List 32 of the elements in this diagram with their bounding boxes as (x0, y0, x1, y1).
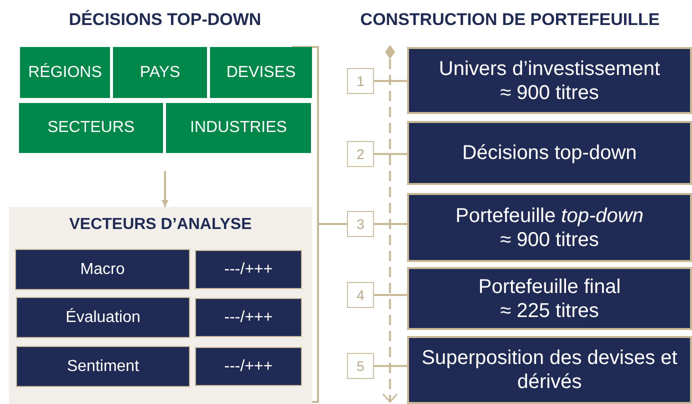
step-number-box: 5 (347, 353, 374, 379)
analysis-panel (9, 207, 312, 404)
step-box: Portefeuille final ≈ 225 titres (407, 267, 692, 330)
category-box: SECTEURS (19, 103, 163, 153)
category-box: RÉGIONS (20, 47, 110, 98)
category-box: PAYS (113, 47, 207, 98)
factor-box: Macro (15, 249, 190, 290)
section-heading: DÉCISIONS TOP-DOWN (68, 10, 262, 30)
step-box: Décisions top-down (407, 121, 692, 185)
factor-box: ---/+++ (195, 347, 302, 386)
factor-box: Évaluation (16, 297, 190, 338)
section-heading: CONSTRUCTION DE PORTEFEUILLE (360, 10, 660, 30)
step-box: Superposition des devises et dérivés (407, 336, 692, 404)
step-box: Portefeuille top-down ≈ 900 titres (407, 193, 692, 262)
arrow (162, 171, 168, 207)
step-number-box: 3 (347, 211, 374, 237)
factor-box: ---/+++ (195, 250, 302, 289)
category-box: INDUSTRIES (166, 103, 311, 153)
step-box: Univers d’investissement ≈ 900 titres (407, 47, 692, 114)
factor-box: ---/+++ (195, 298, 302, 337)
category-box: DEVISES (210, 47, 312, 98)
connector-line (374, 153, 407, 155)
connector-line (374, 80, 407, 82)
factor-box: Sentiment (16, 346, 190, 387)
connector-line (374, 365, 407, 367)
step-number-box: 1 (347, 68, 374, 94)
step-number-box: 2 (347, 141, 374, 167)
connector-line (374, 223, 407, 225)
panel-title: VECTEURS D’ANALYSE (69, 215, 252, 234)
step-number-box: 4 (347, 282, 374, 308)
connector-line (319, 223, 347, 225)
connector-line (374, 294, 407, 296)
